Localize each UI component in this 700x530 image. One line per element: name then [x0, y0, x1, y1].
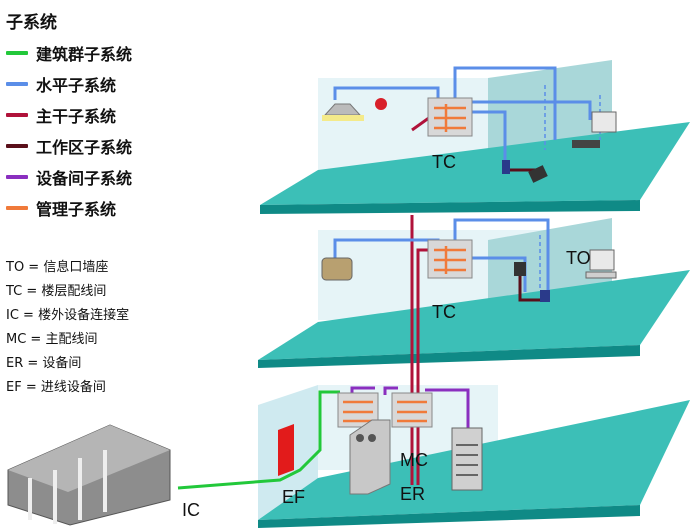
legend-swatch [6, 50, 28, 55]
label-tc-middle: TC [432, 302, 456, 322]
legend: 子系统 建筑群子系统 水平子系统 主干子系统 工作区子系统 设备间子系统 管理子… [6, 8, 176, 223]
legend-label: 设备间子系统 [36, 168, 133, 188]
phone-icon [514, 262, 526, 276]
label-ic: IC [182, 500, 200, 520]
patch-cord [343, 400, 373, 423]
phone-icon [528, 165, 548, 183]
alarm-icon [375, 98, 387, 110]
abbr-to: TO = 信息口墙座 [6, 260, 109, 275]
patch-cord [397, 400, 427, 423]
mc-server-icon [349, 419, 391, 495]
patch-panel-top [427, 97, 473, 137]
computer-monitor-icon [591, 111, 617, 133]
patch-panel-ground-left [337, 392, 379, 428]
abbr-ef: EF = 进线设备间 [6, 380, 106, 395]
patch-cord [434, 246, 466, 274]
legend-swatch [6, 81, 28, 86]
patch-panel-middle [427, 239, 473, 279]
keyboard-icon [572, 140, 600, 148]
legend-item-administration: 管理子系统 [6, 192, 176, 223]
floor-middle-slab-edge [258, 345, 640, 368]
horizontal-cable-top [333, 66, 592, 160]
legend-swatch [6, 143, 28, 148]
label-mc: MC [400, 450, 428, 470]
ef-cabinet-icon [278, 424, 294, 476]
building-roof [8, 425, 170, 492]
server-light [356, 434, 364, 442]
floor-middle [258, 218, 690, 368]
legend-label: 主干子系统 [36, 106, 117, 126]
legend-swatch [6, 112, 28, 117]
abbr-ic: IC = 楼外设备连接室 [6, 308, 130, 323]
floor-top [260, 60, 690, 214]
legend-item-backbone: 主干子系统 [6, 99, 176, 130]
appliance-icon [321, 257, 353, 281]
building-columns [28, 450, 107, 524]
abbr-mc: MC = 主配线间 [6, 332, 98, 347]
label-er: ER [400, 484, 425, 504]
abbr-er: ER = 设备间 [6, 356, 82, 371]
legend-swatch [6, 174, 28, 179]
patch-cord [434, 104, 466, 132]
outlet-icon [502, 160, 510, 174]
legend-label: 建筑群子系统 [36, 44, 133, 64]
lamp-light [322, 115, 364, 121]
label-to-middle: TO [566, 248, 591, 268]
legend-label: 管理子系统 [36, 199, 117, 219]
computer-monitor-icon [589, 249, 615, 271]
legend-item-campus: 建筑群子系统 [6, 37, 176, 68]
er-rack-icon [451, 427, 483, 491]
legend-item-horizontal: 水平子系统 [6, 68, 176, 99]
label-ef: EF [282, 487, 305, 507]
legend-label: 水平子系统 [36, 75, 117, 95]
campus-cable [177, 390, 340, 490]
legend-swatch [6, 205, 28, 210]
legend-title: 子系统 [6, 13, 57, 33]
legend-item-equipment-room: 设备间子系统 [6, 161, 176, 192]
floor-top-slab-edge [260, 200, 640, 214]
label-tc-top: TC [432, 152, 456, 172]
abbreviation-list: TO = 信息口墙座 TC = 楼层配线间 IC = 楼外设备连接室 MC = … [6, 256, 129, 400]
computer-base-icon [585, 271, 617, 279]
floor-middle-slab [258, 270, 690, 360]
outlet-icon [540, 290, 550, 302]
abbr-tc: TC = 楼层配线间 [6, 284, 107, 299]
floor-ground-slab-edge [258, 505, 640, 528]
legend-item-work-area: 工作区子系统 [6, 130, 176, 161]
server-light [368, 434, 376, 442]
patch-panel-ground-right [391, 392, 433, 428]
legend-label: 工作区子系统 [36, 137, 133, 157]
external-building-icon [7, 424, 171, 526]
rack-slots [456, 444, 478, 476]
